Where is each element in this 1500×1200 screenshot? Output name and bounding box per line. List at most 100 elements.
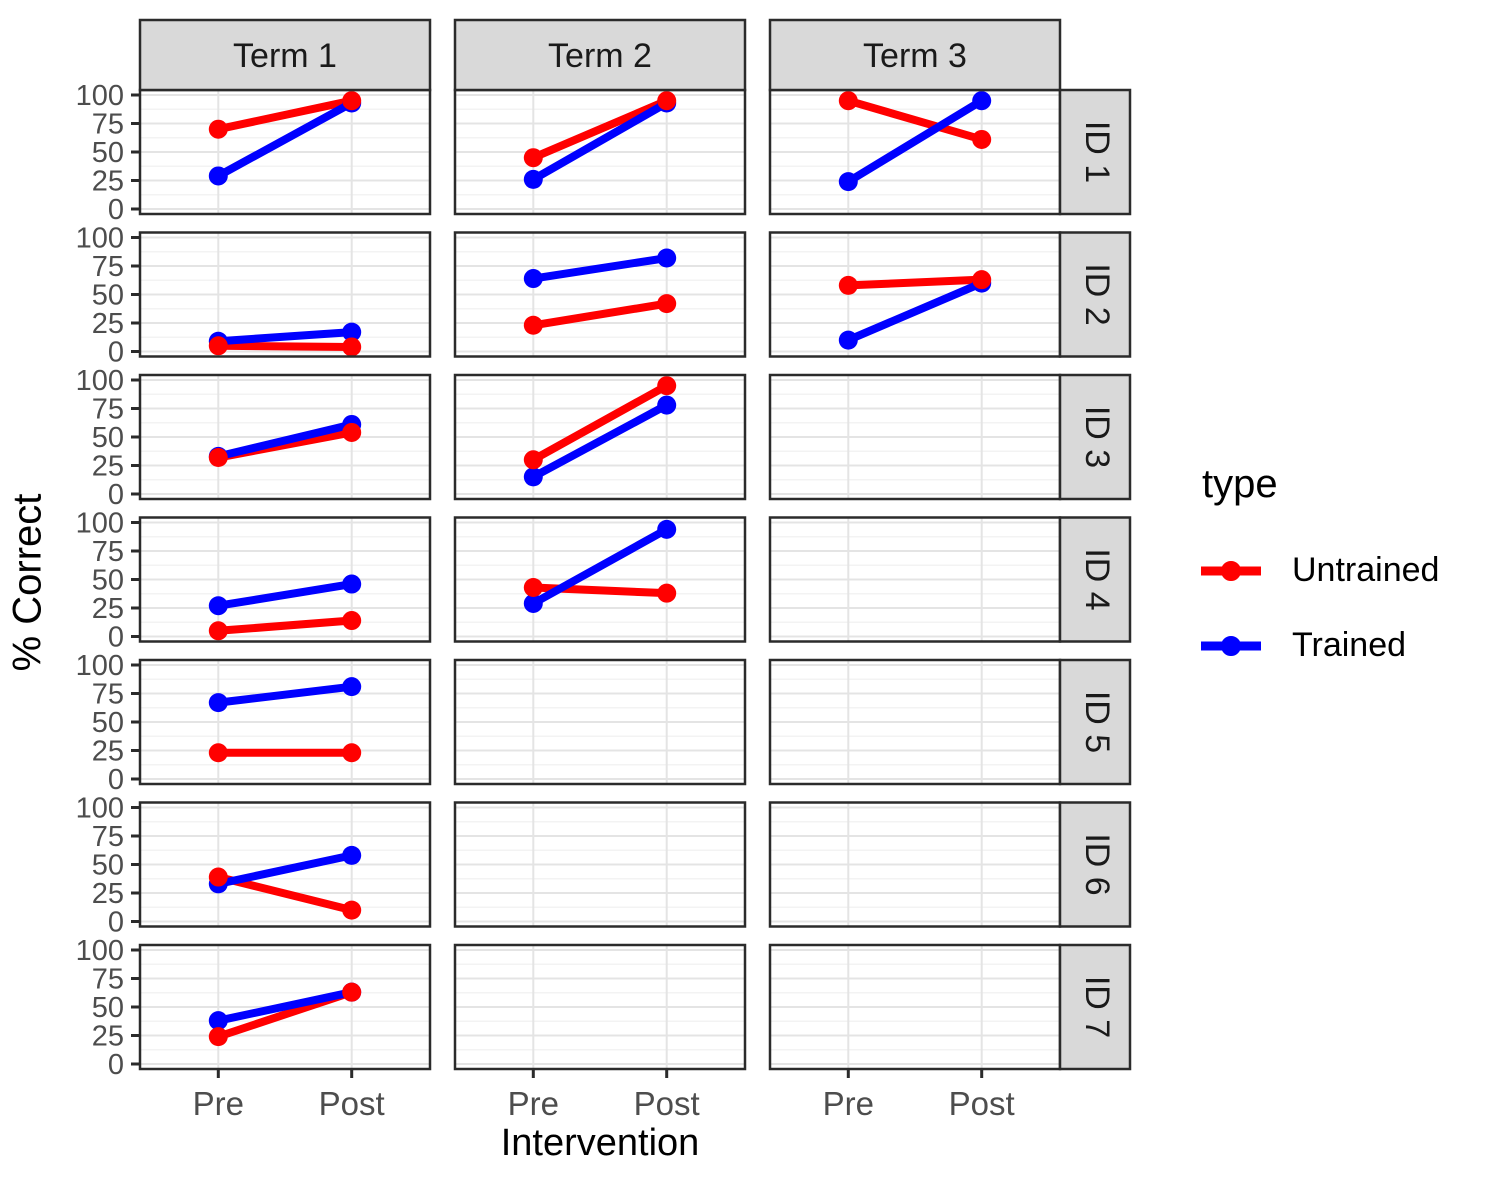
x-tick-label: Pre — [508, 1085, 559, 1122]
series-point-trained — [342, 574, 362, 594]
facet-strip-right-label: ID 4 — [1078, 548, 1116, 610]
legend-entry-trained: Trained — [1198, 626, 1439, 665]
series-point-trained — [342, 322, 362, 342]
y-tick-label: 100 — [76, 223, 124, 255]
facet-strip-right-label: ID 3 — [1078, 406, 1116, 468]
series-line-trained — [529, 98, 671, 184]
panel-border — [453, 373, 747, 501]
series-line-trained — [214, 328, 356, 346]
series-point-untrained — [838, 91, 858, 111]
facet-strip-right — [1058, 658, 1132, 786]
facet-strip-right — [1058, 231, 1132, 358]
series-point-trained — [523, 467, 543, 487]
facet-strip-right-label: ID 7 — [1078, 976, 1116, 1038]
y-tick-label: 75 — [92, 964, 124, 996]
series-point-trained — [523, 169, 543, 189]
y-tick-label: 100 — [76, 650, 124, 682]
legend-entry-untrained: Untrained — [1198, 551, 1439, 590]
y-tick-label: 75 — [92, 394, 124, 426]
legend-label-untrained: Untrained — [1292, 551, 1440, 589]
facet-strip-top — [768, 18, 1062, 92]
series-point-untrained — [342, 422, 362, 442]
y-tick-label: 25 — [92, 736, 124, 768]
facet-strip-top — [138, 18, 432, 92]
series-line-trained — [214, 580, 356, 610]
series-point-untrained — [523, 148, 543, 168]
y-tick-label: 100 — [76, 793, 124, 825]
series-line-trained — [529, 401, 671, 481]
series-point-trained — [523, 269, 543, 289]
series-point-untrained — [657, 583, 677, 603]
series-point-untrained — [972, 270, 992, 290]
y-tick-label: 50 — [92, 707, 124, 739]
series-line-untrained — [214, 616, 356, 635]
facet-strip-top-label: Term 2 — [548, 37, 652, 75]
series-point-untrained — [523, 315, 543, 335]
y-tick-label: 50 — [92, 280, 124, 312]
series-point-trained — [208, 596, 228, 616]
y-tick-label: 75 — [92, 821, 124, 853]
series-line-untrained — [214, 341, 356, 351]
series-line-untrained — [844, 275, 986, 290]
x-tick-label: Pre — [823, 1085, 874, 1122]
facet-strip-top — [453, 18, 747, 92]
x-tick-label: Pre — [193, 1085, 244, 1122]
series-point-trained — [208, 1011, 228, 1031]
facet-strip-right-label: ID 2 — [1078, 263, 1116, 325]
series-point-trained — [523, 593, 543, 613]
series-point-untrained — [208, 336, 228, 356]
series-line-untrained — [529, 299, 671, 330]
facet-strip-right — [1058, 516, 1132, 643]
facet-strip-right-label: ID 1 — [1078, 121, 1116, 183]
facet-strip-top-label: Term 3 — [863, 37, 967, 75]
series-line-trained — [844, 96, 986, 186]
facet-strip-right — [1058, 943, 1132, 1071]
series-line-trained — [844, 279, 986, 345]
series-point-untrained — [208, 867, 228, 887]
y-tick-label: 50 — [92, 565, 124, 597]
series-point-untrained — [342, 611, 362, 631]
y-tick-label: 75 — [92, 679, 124, 711]
series-line-trained — [214, 851, 356, 888]
series-point-untrained — [657, 91, 677, 111]
series-point-trained — [838, 330, 858, 350]
panel-border — [453, 516, 747, 643]
series-point-untrained — [342, 982, 362, 1002]
series-point-untrained — [838, 275, 858, 295]
y-tick-label: 0 — [108, 1049, 124, 1081]
panel-border — [453, 943, 747, 1071]
series-point-untrained — [523, 450, 543, 470]
y-tick-label: 25 — [92, 166, 124, 198]
series-point-trained — [657, 395, 677, 415]
series-line-untrained — [844, 96, 986, 144]
panel-border — [453, 231, 747, 358]
y-tick-label: 75 — [92, 251, 124, 283]
series-line-untrained — [214, 96, 356, 134]
x-axis-title: Intervention — [500, 1122, 700, 1164]
series-point-trained — [208, 166, 228, 186]
facet-strip-right-label: ID 6 — [1078, 833, 1116, 895]
y-tick-label: 100 — [76, 365, 124, 397]
series-point-trained — [342, 677, 362, 697]
series-point-trained — [657, 519, 677, 539]
y-tick-label: 75 — [92, 536, 124, 568]
series-point-untrained — [208, 448, 228, 468]
series-line-trained — [529, 254, 671, 283]
legend: type Untrained Trained — [1198, 462, 1439, 701]
legend-key-untrained-icon — [1201, 560, 1261, 581]
series-line-untrained — [529, 96, 671, 162]
y-tick-label: 25 — [92, 878, 124, 910]
series-point-trained — [972, 91, 992, 111]
series-line-trained — [214, 420, 356, 461]
series-point-untrained — [208, 1027, 228, 1047]
facet-strip-right — [1058, 88, 1132, 216]
y-tick-label: 100 — [76, 935, 124, 967]
series-line-trained — [214, 988, 356, 1025]
series-point-untrained — [523, 577, 543, 597]
series-point-untrained — [342, 91, 362, 111]
y-tick-label: 0 — [108, 622, 124, 654]
series-point-untrained — [208, 621, 228, 641]
x-tick-label: Post — [949, 1085, 1015, 1122]
x-tick-label: Post — [634, 1085, 700, 1122]
panel-border — [453, 801, 747, 928]
